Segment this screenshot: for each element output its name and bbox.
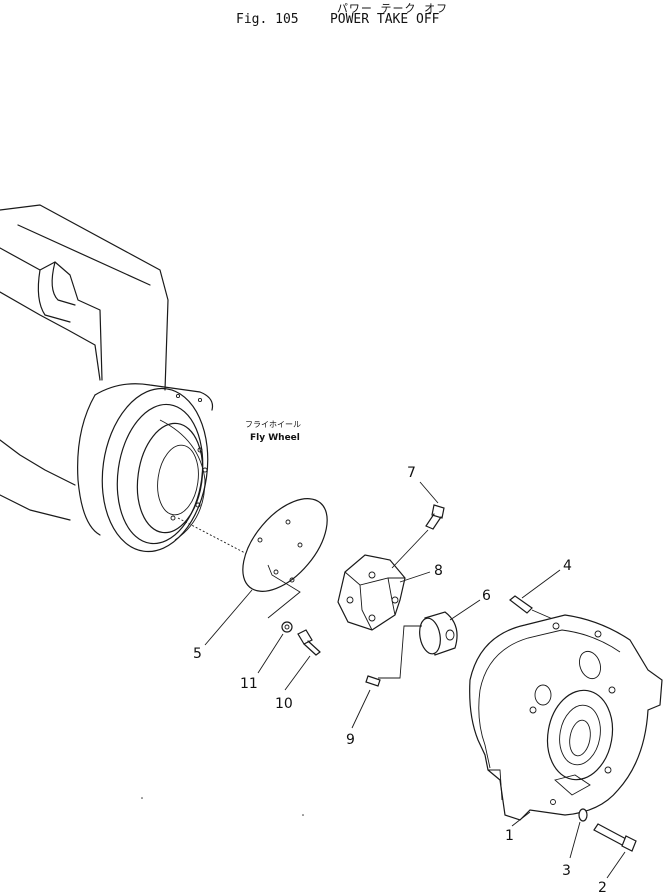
leader-6 bbox=[449, 599, 481, 621]
part-4-dowel bbox=[509, 595, 556, 621]
callout-2: 2 bbox=[598, 880, 607, 895]
leader-8 bbox=[399, 571, 431, 583]
leader-9 bbox=[351, 689, 371, 729]
callout-6: 6 bbox=[482, 588, 491, 604]
leader-1 bbox=[511, 811, 531, 827]
part-7-bolt bbox=[425, 504, 445, 530]
flywheel-label-ja: フライホイール bbox=[245, 420, 301, 429]
part-1-pto-housing bbox=[469, 614, 663, 821]
part-2-bolt bbox=[593, 823, 637, 852]
figure-title-japanese: パワー テーク オフ bbox=[336, 2, 449, 15]
leader-11 bbox=[257, 633, 284, 674]
leader-7 bbox=[419, 481, 439, 504]
callout-11: 11 bbox=[240, 676, 258, 692]
engine-block bbox=[0, 204, 169, 521]
callout-7: 7 bbox=[407, 465, 416, 481]
figure-title-english: POWER TAKE OFF bbox=[329, 12, 440, 27]
callout-3: 3 bbox=[562, 863, 571, 879]
part-10-bolt bbox=[297, 629, 321, 656]
figure-number: Fig. 105 bbox=[236, 12, 299, 27]
speck bbox=[141, 797, 143, 799]
axis-6 bbox=[378, 625, 422, 679]
flywheel-housing bbox=[77, 383, 214, 553]
part-11-washer bbox=[281, 621, 293, 633]
figure-title: Fig. 105 POWER TAKE OFF bbox=[236, 12, 440, 27]
part-9-pin bbox=[365, 675, 381, 687]
part-6-hub bbox=[419, 611, 458, 656]
callout-8: 8 bbox=[434, 563, 443, 579]
callout-5: 5 bbox=[193, 646, 202, 662]
flywheel-label-en: Fly Wheel bbox=[250, 433, 300, 443]
leader-2 bbox=[606, 851, 626, 879]
speck bbox=[302, 814, 304, 816]
axis-7 bbox=[391, 529, 429, 569]
leader-5 bbox=[204, 589, 253, 646]
callout-10: 10 bbox=[275, 696, 293, 712]
callout-1: 1 bbox=[505, 828, 514, 844]
part-5-plate bbox=[177, 498, 328, 619]
part-11-washer-hole bbox=[284, 624, 290, 630]
part-3-washer bbox=[578, 808, 588, 822]
leader-10 bbox=[284, 655, 311, 691]
callout-9: 9 bbox=[346, 732, 355, 748]
callout-4: 4 bbox=[563, 558, 572, 574]
leader-3 bbox=[569, 821, 581, 859]
part-8-coupling bbox=[337, 554, 406, 631]
leader-4 bbox=[521, 569, 561, 599]
